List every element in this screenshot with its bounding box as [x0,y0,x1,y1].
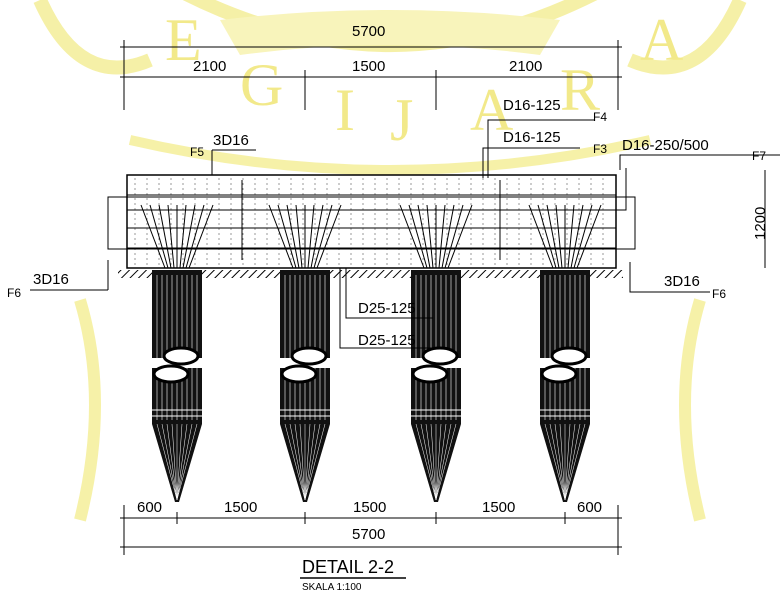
piles-group [140,204,602,502]
tag-f4: F4 [593,110,608,124]
dim-bottom-total: 5700 [352,526,386,543]
dim-bottom-1500-b: 1500 [353,499,387,516]
dim-bottom-600-left: 600 [137,499,163,516]
label-f3-rebar: D16-125 [503,129,561,146]
ground-line [118,270,623,278]
tag-f3: F3 [593,142,608,156]
bottom-dimension-lines [120,505,622,579]
stirrup-marks [134,178,604,265]
label-f5-rebar: 3D16 [213,132,249,149]
detail-title: DETAIL 2-2 [302,557,395,577]
leader-lines [30,119,780,349]
label-f4-rebar: D16-125 [503,97,561,114]
label-f7-rebar: D16-250/500 [622,137,709,154]
dim-top-right: 2100 [509,58,543,75]
label-f6-left-rebar: 3D16 [33,271,69,288]
label-f6-right-rebar: 3D16 [664,273,700,290]
dim-height: 1200 [752,206,769,240]
label-pile-rebar-2: D25-125 [358,332,416,349]
top-dimension-lines [120,40,622,110]
pile-2 [268,204,342,502]
pile-cap [107,174,636,269]
tag-f7: F7 [752,149,767,163]
label-pile-rebar-1: D25-125 [358,300,416,317]
tag-f5: F5 [190,145,205,159]
dim-bottom-1500-c: 1500 [482,499,516,516]
pile-4 [528,204,602,502]
detail-scale: SKALA 1:100 [302,582,362,593]
tag-f6-right: F6 [712,287,727,301]
dim-top-mid: 1500 [352,58,386,75]
dim-bottom-600-right: 600 [577,499,603,516]
tag-f6-left: F6 [7,286,22,300]
dim-top-left: 2100 [193,58,227,75]
pile-1 [140,204,214,502]
dim-bottom-1500-a: 1500 [224,499,258,516]
dim-top-total: 5700 [352,23,386,40]
